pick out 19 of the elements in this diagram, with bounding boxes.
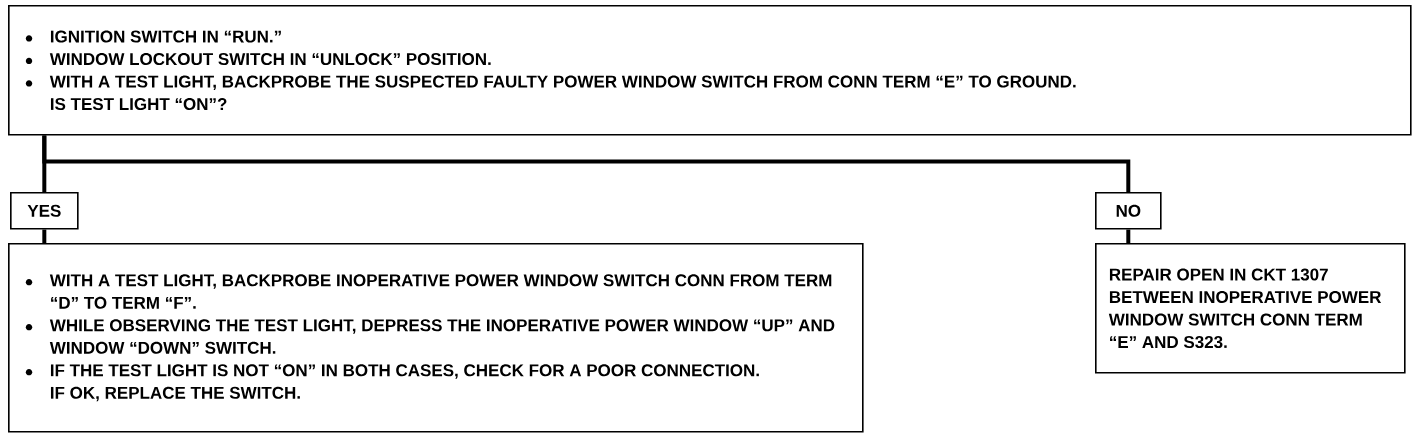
connector-line [42,135,1131,192]
step-box [8,243,864,433]
instruction-text: WHILE OBSERVING THE TEST LIGHT, DEPRESS THE INOPERATIVE POWER WINDOW “UP” AND WINDOW “DOWN” SWITCH. [49,319,835,354]
instruction-text: IF OK, REPLACE THE SWITCH. [50,386,300,402]
instruction-text: WITH A TEST LIGHT, BACKPROBE INOPERATIVE POWER WINDOW SWITCH CONN FROM TERM “D” TO TERM “F”. [49,274,832,309]
connector-line [42,229,47,243]
instruction-text: IS TEST LIGHT “ON”? [50,98,227,111]
instruction-text: IGNITION SWITCH IN “RUN.” [50,30,281,43]
instruction-text: WITH A TEST LIGHT, BACKPROBE THE SUSPECTED FAULTY POWER WINDOW SWITCH FROM CONN TERM “E” TO GROUND. [49,75,1076,91]
connector-line [1126,229,1131,243]
action-box [1095,243,1406,374]
answer-label: NO [1116,204,1141,217]
action-text: REPAIR OPEN IN CKT 1307 BETWEEN INOPERATIVE POWER WINDOW SWITCH CONN TERM “E” AND S323. [1108,268,1382,349]
answer-box [10,192,79,230]
instruction-text: WINDOW LOCKOUT SWITCH IN “UNLOCK” POSITION. [49,53,491,66]
answer-box [1095,192,1162,230]
step-box [8,5,1412,136]
answer-label: YES [27,204,61,217]
instruction-text: IF THE TEST LIGHT IS NOT “ON” IN BOTH CASES, CHECK FOR A POOR CONNECTION. [50,364,759,379]
